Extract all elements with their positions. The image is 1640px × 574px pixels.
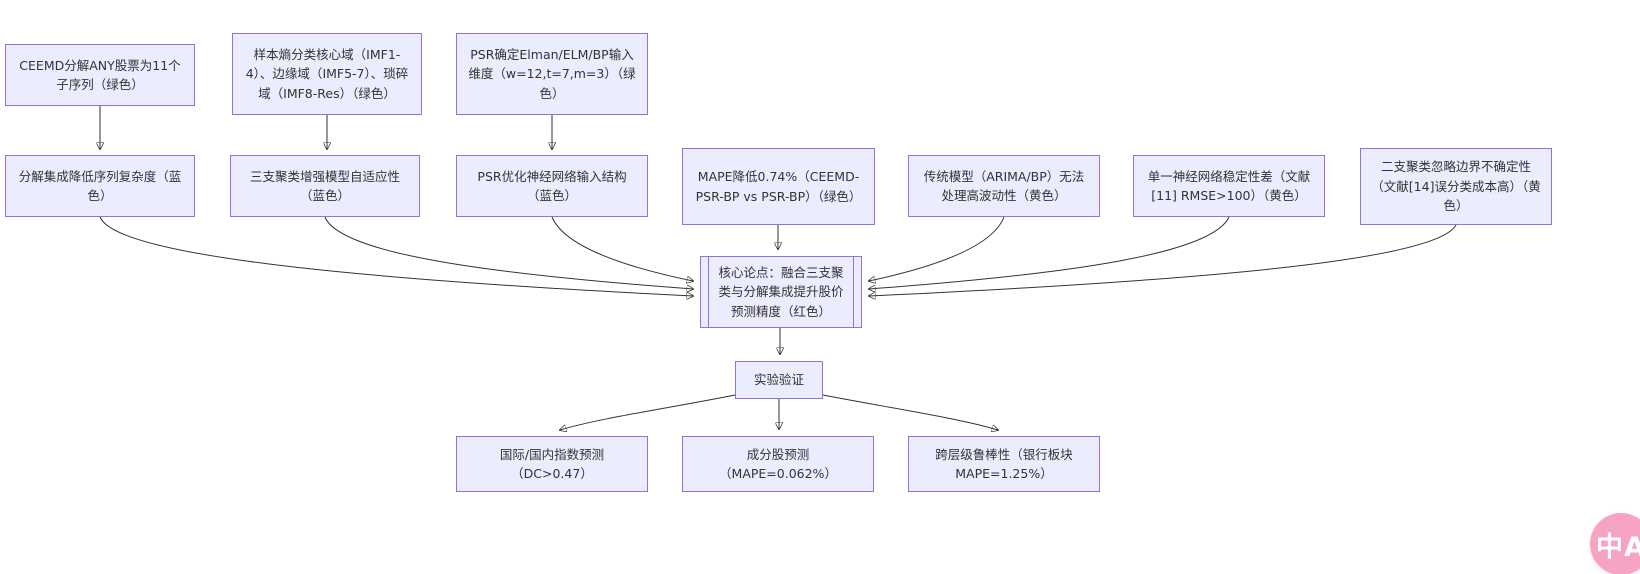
node-traditional-model: 传统模型（ARIMA/BP）无法处理高波动性（黄色） xyxy=(908,155,1100,217)
node-single-nn: 单一神经网络稳定性差（文献[11] RMSE>100）（黄色） xyxy=(1133,155,1325,217)
edge-experiment-index xyxy=(560,394,736,430)
edge-decomp-core xyxy=(99,216,693,296)
node-cross-level-robust: 跨层级鲁棒性（银行板块 MAPE=1.25%） xyxy=(908,436,1100,492)
node-twoway-clustering: 二支聚类忽略边界不确定性（文献[14]误分类成本高）（黄色） xyxy=(1360,148,1552,225)
node-threeway-clustering: 三支聚类增强模型自适应性（蓝色） xyxy=(230,155,420,217)
translate-floating-button[interactable]: 中A xyxy=(1590,513,1640,574)
edge-traditional-core xyxy=(869,216,1005,281)
node-mape-reduction: MAPE降低0.74%（CEEMD-PSR-BP vs PSR-BP）（绿色） xyxy=(682,148,875,225)
edge-experiment-robust xyxy=(822,394,998,430)
node-core-thesis: 核心论点：融合三支聚类与分解集成提升股价预测精度（红色） xyxy=(700,256,862,328)
node-psr-input-dim: PSR确定Elman/ELM/BP输入维度（w=12,t=7,m=3）（绿色） xyxy=(456,33,648,115)
node-sample-entropy: 样本熵分类核心域（IMF1-4）、边缘域（IMF5-7）、琐碎域（IMF8-Re… xyxy=(232,33,422,115)
edge-singlenn-core xyxy=(869,216,1230,289)
node-experiment: 实验验证 xyxy=(735,361,823,399)
edge-psropt-core xyxy=(551,216,693,281)
edge-twoway-core xyxy=(869,224,1457,296)
node-decomp-complexity: 分解集成降低序列复杂度（蓝色） xyxy=(5,155,195,217)
node-psr-optimize: PSR优化神经网络输入结构（蓝色） xyxy=(456,155,648,217)
edge-threeway-core xyxy=(324,216,693,289)
node-component-stock: 成分股预测（MAPE=0.062%） xyxy=(682,436,874,492)
node-index-prediction: 国际/国内指数预测（DC>0.47） xyxy=(456,436,648,492)
node-ceemd-decomposition: CEEMD分解ANY股票为11个子序列（绿色） xyxy=(5,44,195,106)
